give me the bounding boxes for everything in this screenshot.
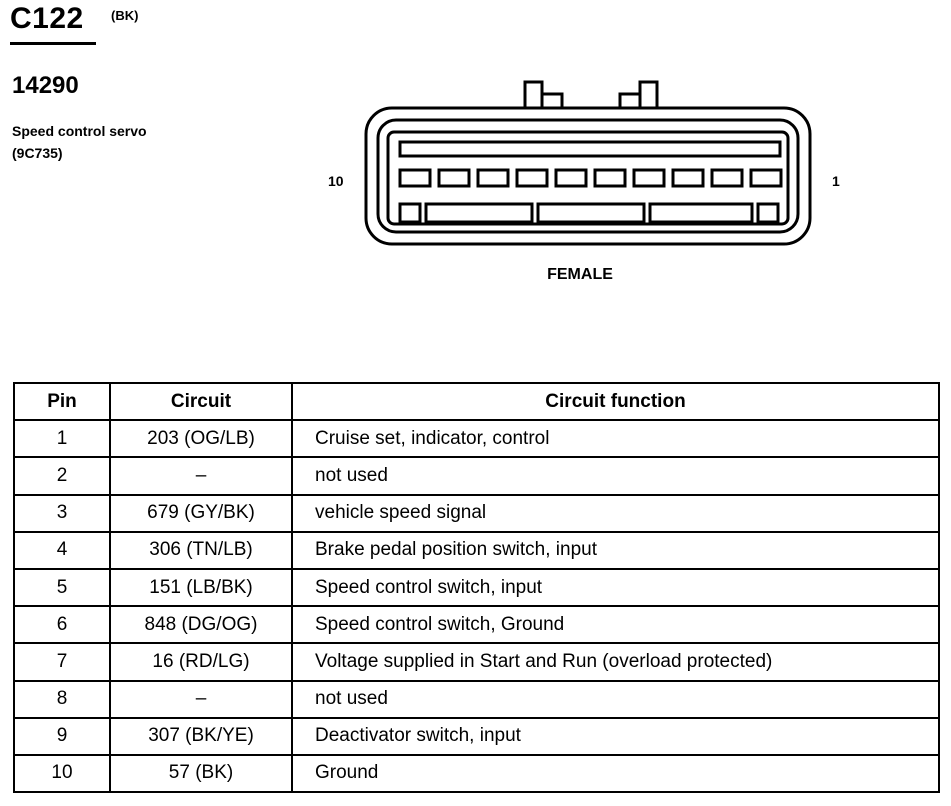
circuit-code: – bbox=[109, 679, 293, 719]
circuit-code: 203 (OG/LB) bbox=[109, 419, 293, 459]
connector-id-underline bbox=[10, 42, 96, 45]
connector-color: (BK) bbox=[111, 8, 139, 23]
pin-label-left: 10 bbox=[328, 173, 344, 189]
pin-cavity-10 bbox=[398, 168, 432, 188]
connector-key-bar bbox=[398, 140, 782, 158]
table-row: 10 57 (BK) Ground bbox=[13, 753, 940, 794]
bottom-slot-3 bbox=[648, 202, 754, 224]
circuit-function: Ground bbox=[291, 753, 940, 794]
component-code: (9C735) bbox=[12, 145, 63, 161]
pin-number: 9 bbox=[13, 716, 111, 756]
circuit-function: Brake pedal position switch, input bbox=[291, 530, 940, 570]
circuit-function: Speed control switch, Ground bbox=[291, 605, 940, 645]
table-row: 1 203 (OG/LB) Cruise set, indicator, con… bbox=[13, 419, 940, 459]
connector-gender-label: FEMALE bbox=[547, 266, 613, 283]
table-row: 8 – not used bbox=[13, 679, 940, 719]
bottom-slot-left-end bbox=[398, 202, 422, 224]
circuit-function: Deactivator switch, input bbox=[291, 716, 940, 756]
table-row: 3 679 (GY/BK) vehicle speed signal bbox=[13, 493, 940, 533]
circuit-code: 57 (BK) bbox=[109, 753, 293, 794]
pin-cavity-7 bbox=[515, 168, 549, 188]
pin-cavity-row bbox=[398, 168, 783, 188]
locking-tab-left bbox=[523, 80, 544, 112]
pin-cavity-3 bbox=[671, 168, 705, 188]
header-circuit: Circuit bbox=[109, 381, 293, 422]
table-row: 5 151 (LB/BK) Speed control switch, inpu… bbox=[13, 567, 940, 608]
table-row: 6 848 (DG/OG) Speed control switch, Grou… bbox=[13, 605, 940, 645]
table-row: 7 16 (RD/LG) Voltage supplied in Start a… bbox=[13, 642, 940, 682]
circuit-function: not used bbox=[291, 679, 940, 719]
pin-table-header: Pin Circuit Circuit function bbox=[13, 381, 940, 422]
pin-number: 5 bbox=[13, 567, 111, 608]
pin-cavity-2 bbox=[710, 168, 744, 188]
header-function: Circuit function bbox=[291, 381, 940, 422]
pin-number: 6 bbox=[13, 605, 111, 645]
pin-number: 1 bbox=[13, 419, 111, 459]
connector-face-diagram bbox=[364, 80, 812, 246]
connector-id: C122 bbox=[10, 2, 84, 35]
connector-inner-shell bbox=[376, 118, 800, 234]
pin-cavity-1 bbox=[749, 168, 783, 188]
component-name: Speed control servo bbox=[12, 123, 147, 139]
circuit-code: 679 (GY/BK) bbox=[109, 493, 293, 533]
circuit-function: not used bbox=[291, 456, 940, 496]
circuit-code: 16 (RD/LG) bbox=[109, 642, 293, 682]
pin-number: 4 bbox=[13, 530, 111, 570]
pin-table: Pin Circuit Circuit function 1 203 (OG/L… bbox=[13, 381, 940, 794]
locking-tab-right bbox=[638, 80, 659, 112]
circuit-function: Voltage supplied in Start and Run (overl… bbox=[291, 642, 940, 682]
circuit-code: 306 (TN/LB) bbox=[109, 530, 293, 570]
bottom-slot-1 bbox=[424, 202, 534, 224]
part-number: 14290 bbox=[12, 72, 79, 99]
pin-cavity-4 bbox=[632, 168, 666, 188]
pin-number: 10 bbox=[13, 753, 111, 794]
circuit-code: – bbox=[109, 456, 293, 496]
pin-cavity-9 bbox=[437, 168, 471, 188]
pin-number: 8 bbox=[13, 679, 111, 719]
pin-cavity-5 bbox=[593, 168, 627, 188]
connector-cavity-frame bbox=[386, 130, 790, 226]
pin-cavity-8 bbox=[476, 168, 510, 188]
circuit-code: 848 (DG/OG) bbox=[109, 605, 293, 645]
header-pin: Pin bbox=[13, 381, 111, 422]
pin-number: 7 bbox=[13, 642, 111, 682]
circuit-function: Speed control switch, input bbox=[291, 567, 940, 608]
circuit-code: 307 (BK/YE) bbox=[109, 716, 293, 756]
bottom-slot-2 bbox=[536, 202, 646, 224]
table-row: 9 307 (BK/YE) Deactivator switch, input bbox=[13, 716, 940, 756]
pin-label-right: 1 bbox=[832, 173, 840, 189]
pin-number: 3 bbox=[13, 493, 111, 533]
pin-cavity-6 bbox=[554, 168, 588, 188]
bottom-slot-right-end bbox=[756, 202, 780, 224]
table-row: 4 306 (TN/LB) Brake pedal position switc… bbox=[13, 530, 940, 570]
circuit-function: vehicle speed signal bbox=[291, 493, 940, 533]
pin-number: 2 bbox=[13, 456, 111, 496]
circuit-code: 151 (LB/BK) bbox=[109, 567, 293, 608]
table-row: 2 – not used bbox=[13, 456, 940, 496]
circuit-function: Cruise set, indicator, control bbox=[291, 419, 940, 459]
